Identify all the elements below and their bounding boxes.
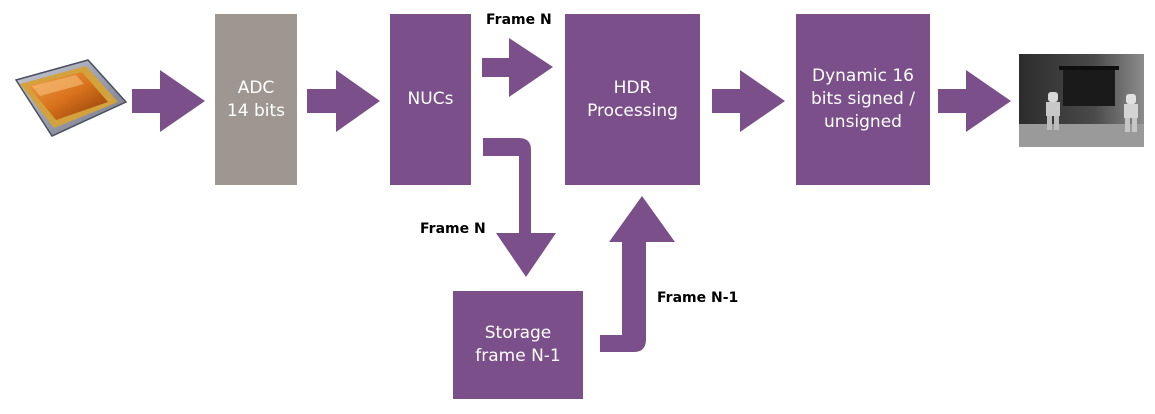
arrow-adc-to-nucs [307, 70, 380, 132]
label-frame-n-down: Frame N [420, 221, 486, 237]
grayscale-output-image [1019, 54, 1144, 147]
nucs-block: NUCs [390, 14, 471, 185]
label-frame-n-minus-1: Frame N-1 [657, 290, 739, 306]
label-frame-n-top: Frame N [486, 12, 552, 28]
arrow-nucs-to-hdr [482, 38, 553, 97]
arrow-hdr-to-output [712, 70, 785, 132]
arrow-output-to-image [938, 70, 1011, 132]
sensor-chip-icon [14, 59, 128, 137]
output-format-block: Dynamic 16 bits signed / unsigned [796, 14, 930, 185]
storage-block: Storage frame N-1 [453, 291, 583, 399]
arrow-nucs-to-storage [483, 138, 556, 277]
arrow-chip-to-adc [132, 70, 205, 132]
hdr-processing-block: HDR Processing [565, 14, 700, 185]
adc-block: ADC 14 bits [215, 14, 297, 185]
arrow-storage-to-hdr [600, 196, 675, 352]
